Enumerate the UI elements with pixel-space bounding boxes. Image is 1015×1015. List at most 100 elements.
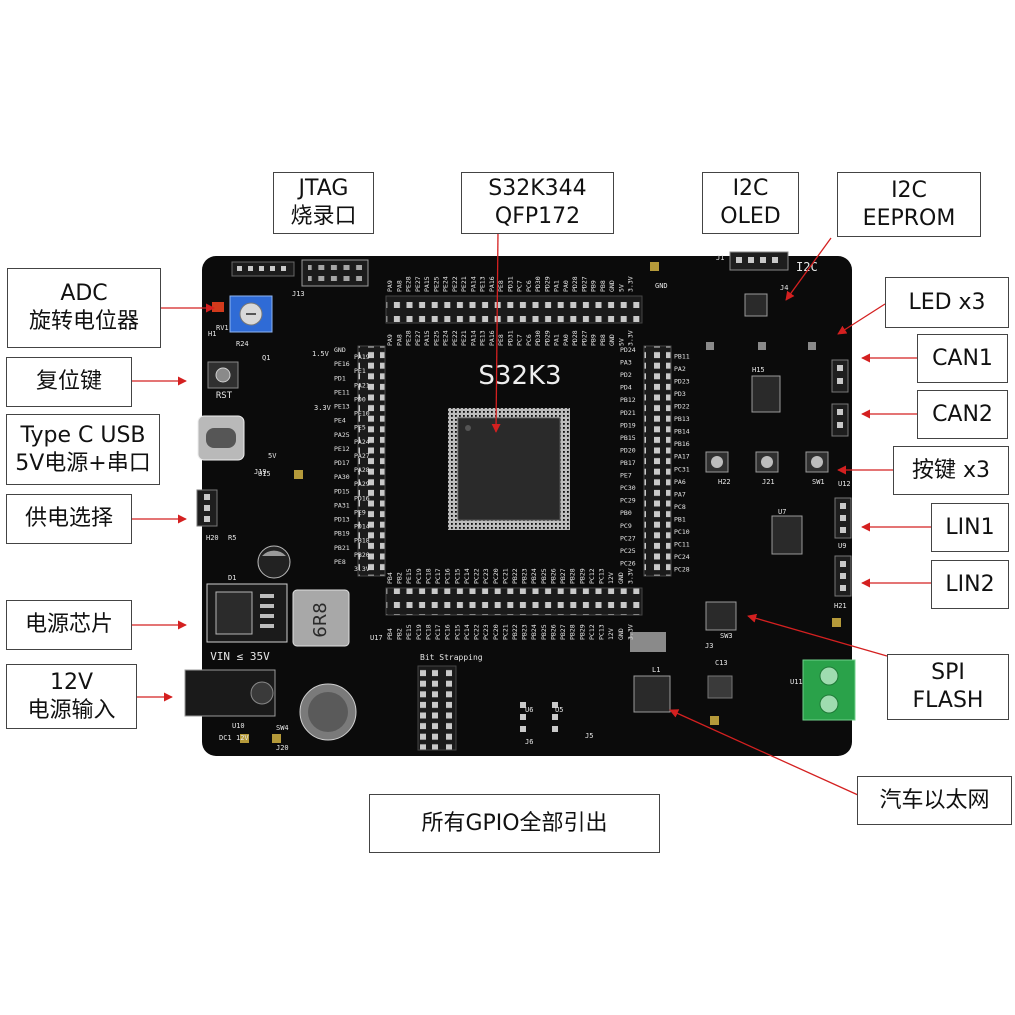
bottom-gpio-header <box>385 587 643 616</box>
user-keys <box>705 451 829 473</box>
pin-label: J6 <box>525 738 533 746</box>
pin-label: PA7 <box>674 490 686 498</box>
vin-marking: VIN ≤ 35V <box>210 650 270 663</box>
pin-label: PC19 <box>415 624 423 640</box>
pin-label: PE4 <box>334 417 346 425</box>
pin-label: PC19 <box>415 568 423 584</box>
pin-label: SW1 <box>812 478 825 486</box>
pin-label: PE9 <box>354 508 366 516</box>
callout-power-input: 12V 电源输入 <box>6 664 137 729</box>
pin-label: U11 <box>790 678 803 686</box>
mcu-chip <box>457 417 561 521</box>
callout-gpio: 所有GPIO全部引出 <box>369 794 660 853</box>
pin-label: PC26 <box>620 559 636 567</box>
pin-label: U10 <box>232 722 245 730</box>
arrow-ethernet <box>669 709 859 796</box>
bottom-pin-labels: PB4PB4PB2PB2PE15PE15PC19PC19PC18PC18PC17… <box>386 568 634 640</box>
pin-label: PB23 <box>521 624 529 640</box>
pin-label: PB19 <box>334 530 350 538</box>
pin-label: PB8 <box>599 280 607 292</box>
pin-label: PB21 <box>334 544 350 552</box>
pin-label: PA27 <box>354 452 370 460</box>
pin-label: PE22 <box>451 330 459 346</box>
pin-label: J4 <box>780 284 788 292</box>
pin-label: PB4 <box>386 628 394 640</box>
pin-label: PB23 <box>521 568 529 584</box>
pin-label: PA1 <box>553 334 561 346</box>
pin-label: PC13 <box>598 624 606 640</box>
pin-label: PC10 <box>674 528 690 536</box>
pin-label: PA8 <box>395 334 403 346</box>
pin-label: PC22 <box>473 624 481 640</box>
pin-label: PA16 <box>488 276 496 292</box>
adc-led <box>212 302 224 312</box>
pin-label: PE27 <box>414 276 422 292</box>
top-pin-labels: PA9PA9PA8PA8PE28PE28PE27PE27PA15PA15PE25… <box>386 276 635 346</box>
pin-label: U17 <box>370 634 383 642</box>
inductor-marking: 6R8 <box>310 602 331 637</box>
pin-label: GND <box>334 346 346 354</box>
pin-label: PA9 <box>386 334 394 346</box>
pin-label: PD20 <box>620 446 636 454</box>
pin-label: 12V <box>607 572 615 584</box>
pin-label: PE8 <box>334 558 346 566</box>
pin-label: PB4 <box>386 572 394 584</box>
pin-label: PD24 <box>620 346 636 354</box>
pin-label: PD27 <box>580 330 588 346</box>
pin-label: GND <box>655 282 668 290</box>
strapping-label: Bit Strapping <box>420 653 483 662</box>
pin-label: PA28 <box>354 466 370 474</box>
pin-label: PB26 <box>549 624 557 640</box>
pin-label: PC20 <box>492 624 500 640</box>
pin-label: PC12 <box>588 568 596 584</box>
pin-label: PB28 <box>569 568 577 584</box>
pin-label: PA30 <box>334 473 350 481</box>
pin-label: PA8 <box>395 280 403 292</box>
can1-header <box>831 359 849 393</box>
pin-label: PD29 <box>543 330 551 346</box>
pin-label: PB9 <box>590 280 598 292</box>
pin-label: PE13 <box>479 276 487 292</box>
pin-label: PE21 <box>460 330 468 346</box>
pin-label: PD23 <box>674 377 690 385</box>
pin-label: PD17 <box>334 459 350 467</box>
callout-adc: ADC 旋转电位器 <box>7 268 161 348</box>
pin-label: PD22 <box>674 403 690 411</box>
can2-header <box>831 403 849 437</box>
pin-label: PA3 <box>620 359 632 367</box>
pin-label: PA15 <box>423 276 431 292</box>
pin-label: PD28 <box>571 330 579 346</box>
arrow-spi-flash <box>747 613 888 657</box>
pin-label: PC27 <box>620 534 636 542</box>
pin-label: PE25 <box>432 330 440 346</box>
ethernet-phy <box>633 675 671 713</box>
pin-label: J5 <box>585 732 593 740</box>
pin-label: PE28 <box>405 276 413 292</box>
pin-label: PB29 <box>578 624 586 640</box>
pin-label: PC28 <box>674 566 690 574</box>
pin-label: PC24 <box>674 553 690 561</box>
pin-label: PC17 <box>434 568 442 584</box>
pin-label: PC15 <box>453 624 461 640</box>
pin-label: 5V <box>617 338 625 346</box>
chip-marking: S32K3 <box>478 361 561 391</box>
pin-label: H15 <box>752 366 765 374</box>
callout-ethernet: 汽车以太网 <box>857 776 1012 825</box>
pin-label: PE8 <box>497 280 505 292</box>
pin-label: PC16 <box>444 624 452 640</box>
pin-label: PD30 <box>534 276 542 292</box>
pin-label: PD21 <box>620 409 636 417</box>
pin-label: PA21 <box>354 381 370 389</box>
pin-label: PB22 <box>511 568 519 584</box>
pin-label: PA25 <box>334 431 350 439</box>
top-gpio-header <box>385 295 643 324</box>
pin-label: PE12 <box>334 445 350 453</box>
pin-label: PC13 <box>598 568 606 584</box>
pin-label: PC11 <box>674 541 690 549</box>
pin-label: PA31 <box>334 501 350 509</box>
pin-label: PA9 <box>386 280 394 292</box>
pin-label: U12 <box>838 480 851 488</box>
pin-label: L1 <box>652 666 660 674</box>
pin-label: PA29 <box>354 480 370 488</box>
pin-label: GND <box>617 628 625 640</box>
